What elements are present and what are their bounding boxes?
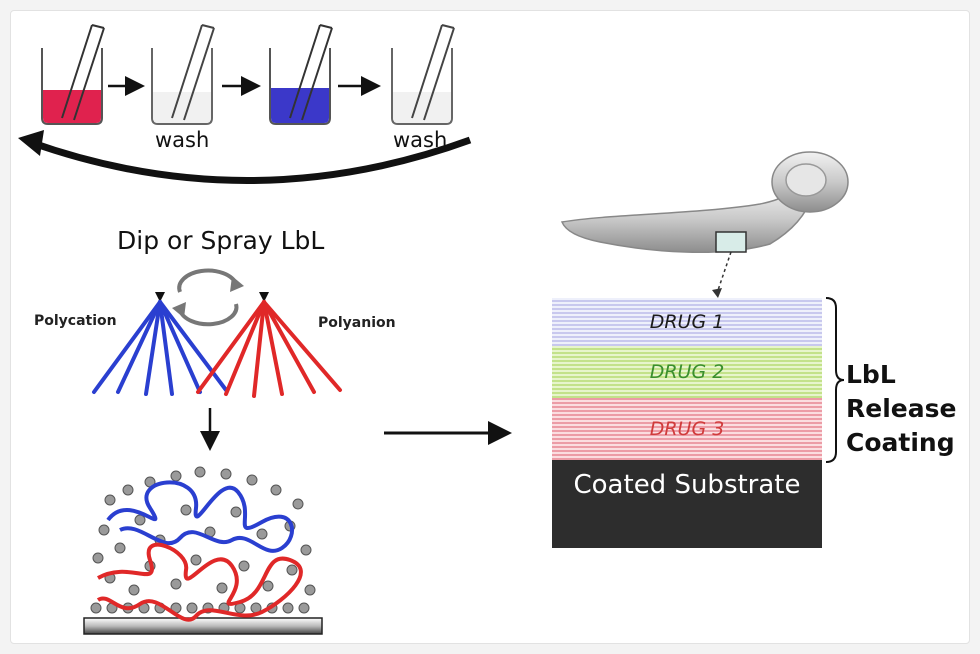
wash-label-2: wash: [393, 128, 448, 152]
cycle-arrow: [28, 136, 472, 184]
beaker-wash-1: [151, 24, 215, 125]
cycle-arrowhead: [18, 130, 44, 156]
beaker-red: [41, 24, 105, 125]
polyanion-label: Polyanion: [318, 315, 396, 331]
polycation-spray: [92, 300, 228, 396]
drug-1-layer: DRUG 1: [552, 298, 822, 346]
nozzle-polycation: [155, 292, 165, 302]
lbl-line-2: Release: [846, 394, 957, 423]
wash-label-1: wash: [155, 128, 210, 152]
beaker-blue: [269, 24, 333, 125]
polyelectrolyte-film: [90, 466, 316, 622]
brace: [825, 297, 845, 463]
substrate-label: Coated Substrate: [573, 470, 801, 500]
exchange-icon: [172, 268, 244, 327]
drug-3-layer: DRUG 3: [552, 398, 822, 460]
drug-1-label: DRUG 1: [649, 311, 725, 333]
nozzle-polyanion: [259, 292, 269, 302]
drug-2-layer: DRUG 2: [552, 346, 822, 398]
hip-implant: [560, 151, 849, 298]
lbl-line-1: LbL: [846, 360, 896, 389]
polyanion-spray: [196, 300, 342, 398]
lbl-coating-label: LbL Release Coating: [846, 358, 956, 460]
substrate-bar: [83, 617, 323, 635]
coated-substrate-block: Coated Substrate: [552, 460, 822, 548]
lbl-line-3: Coating: [846, 428, 955, 457]
drug-3-label: DRUG 3: [649, 418, 725, 440]
drug-2-label: DRUG 2: [649, 361, 725, 383]
polycation-label: Polycation: [34, 313, 117, 329]
method-title: Dip or Spray LbL: [117, 226, 325, 255]
beaker-wash-2: [391, 24, 455, 125]
